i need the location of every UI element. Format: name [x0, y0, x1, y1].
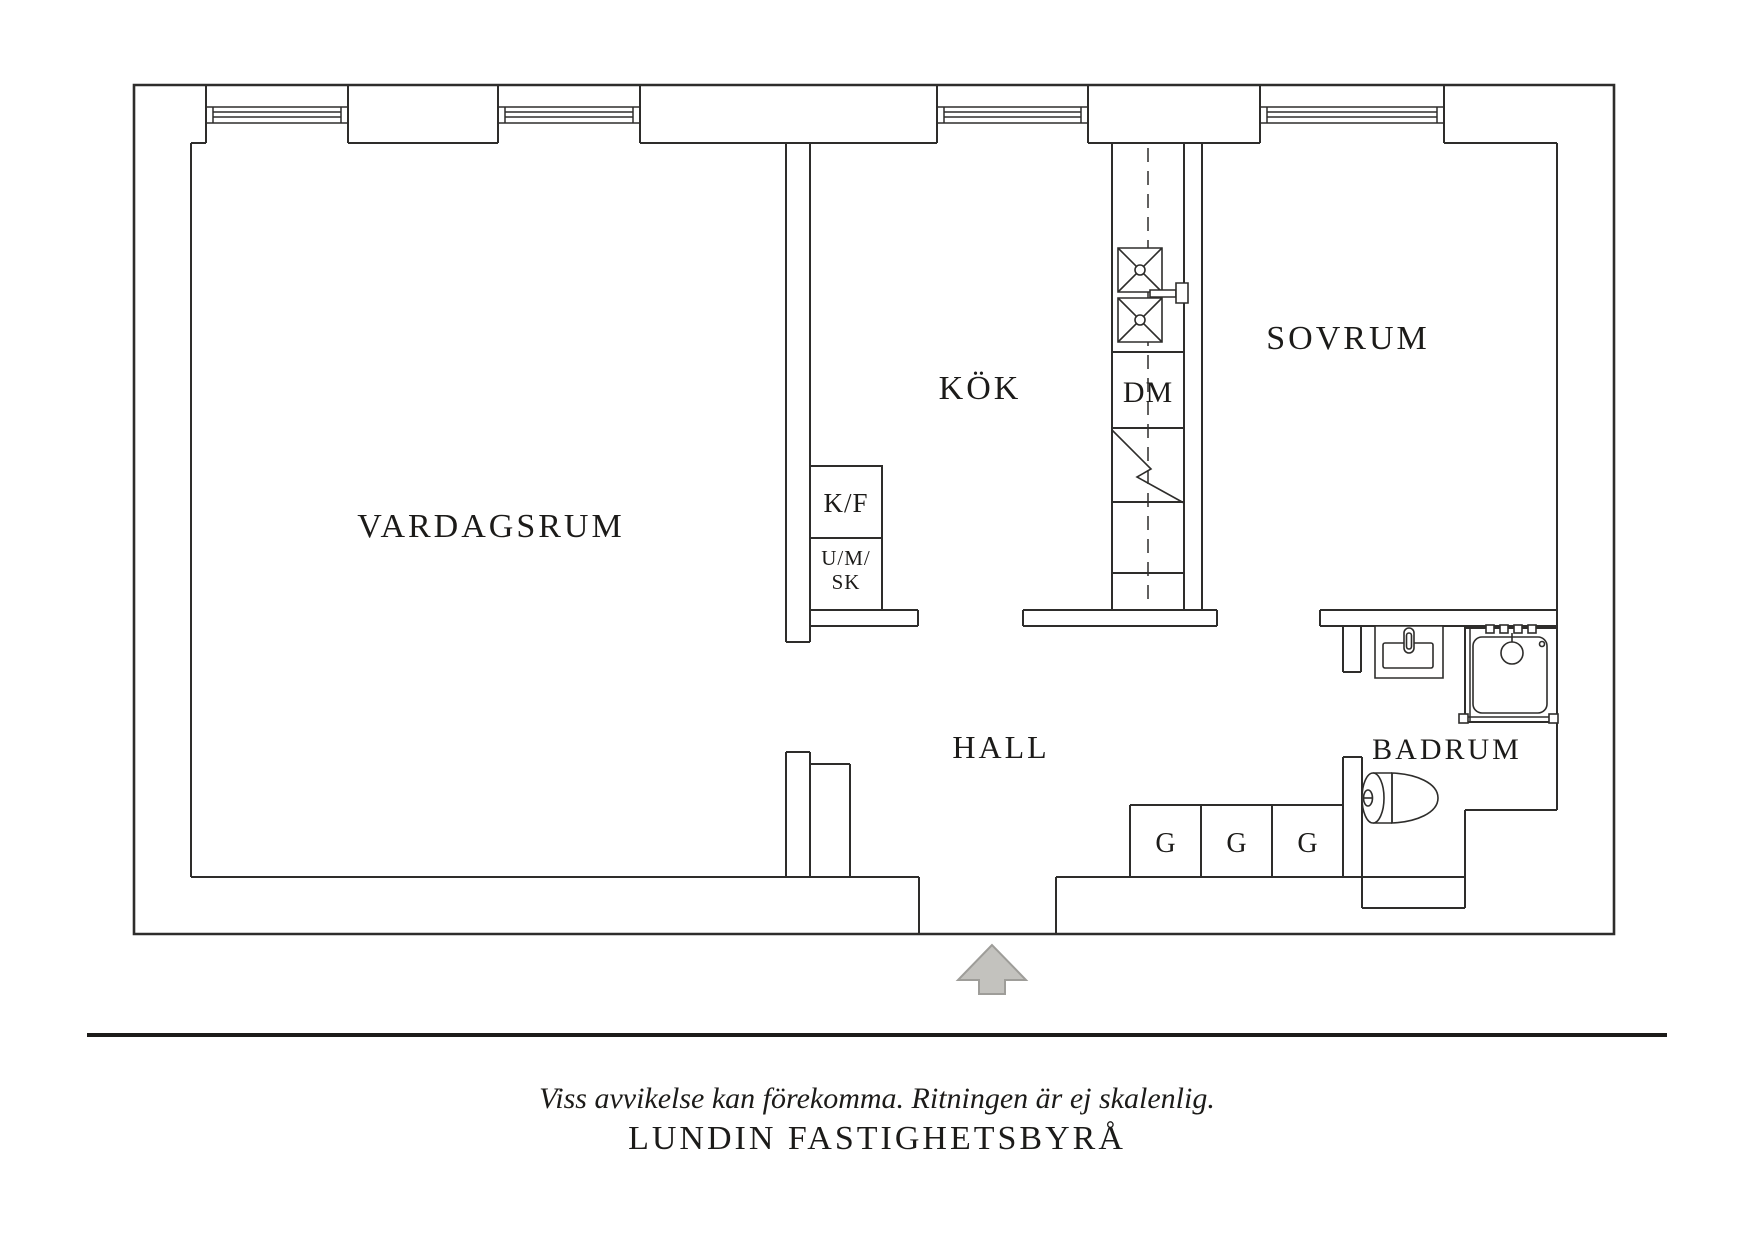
closet-label: G	[1297, 828, 1318, 859]
footer: Viss avvikelse kan förekomma. Ritningen …	[87, 1033, 1667, 1157]
dishwasher-label: DM	[1123, 376, 1173, 409]
footer-brand: LUNDIN FASTIGHETSBYRÅ	[628, 1120, 1126, 1157]
bathroom-fixtures	[1361, 624, 1559, 824]
stove-icon	[1111, 429, 1185, 504]
fridge-freezer-label: K/F	[823, 488, 868, 518]
kitchen-cabinets: K/F U/M/ SK	[810, 465, 883, 610]
shower-icon	[1458, 624, 1559, 724]
closet-label: G	[1226, 828, 1247, 859]
windows	[205, 85, 1445, 143]
room-labels: VARDAGSRUM KÖK SOVRUM HALL BADRUM	[357, 320, 1522, 766]
window-icon	[1259, 85, 1445, 143]
toilet-icon	[1361, 772, 1439, 824]
hall-closets: G G G	[1129, 804, 1343, 877]
entrance-arrow-icon	[955, 943, 1029, 995]
room-label-hall: HALL	[952, 729, 1049, 765]
oven-micro-label-line2: SK	[832, 570, 861, 594]
window-icon	[936, 85, 1089, 143]
room-label-kok: KÖK	[939, 370, 1022, 407]
footer-divider	[87, 1033, 1667, 1037]
oven-micro-label-line1: U/M/	[821, 546, 871, 570]
room-label-vardagsrum: VARDAGSRUM	[357, 508, 624, 545]
interior-walls	[785, 143, 1557, 877]
room-label-badrum: BADRUM	[1372, 733, 1522, 766]
window-icon	[497, 85, 641, 143]
room-label-sovrum: SOVRUM	[1266, 320, 1429, 357]
bathroom-sink-icon	[1374, 625, 1444, 679]
closet-label: G	[1155, 828, 1176, 859]
window-icon	[205, 85, 349, 143]
kitchen-sink-icon	[1117, 247, 1189, 343]
kitchen-counter: DM	[1111, 148, 1189, 606]
footer-disclaimer: Viss avvikelse kan förekomma. Ritningen …	[539, 1082, 1215, 1115]
